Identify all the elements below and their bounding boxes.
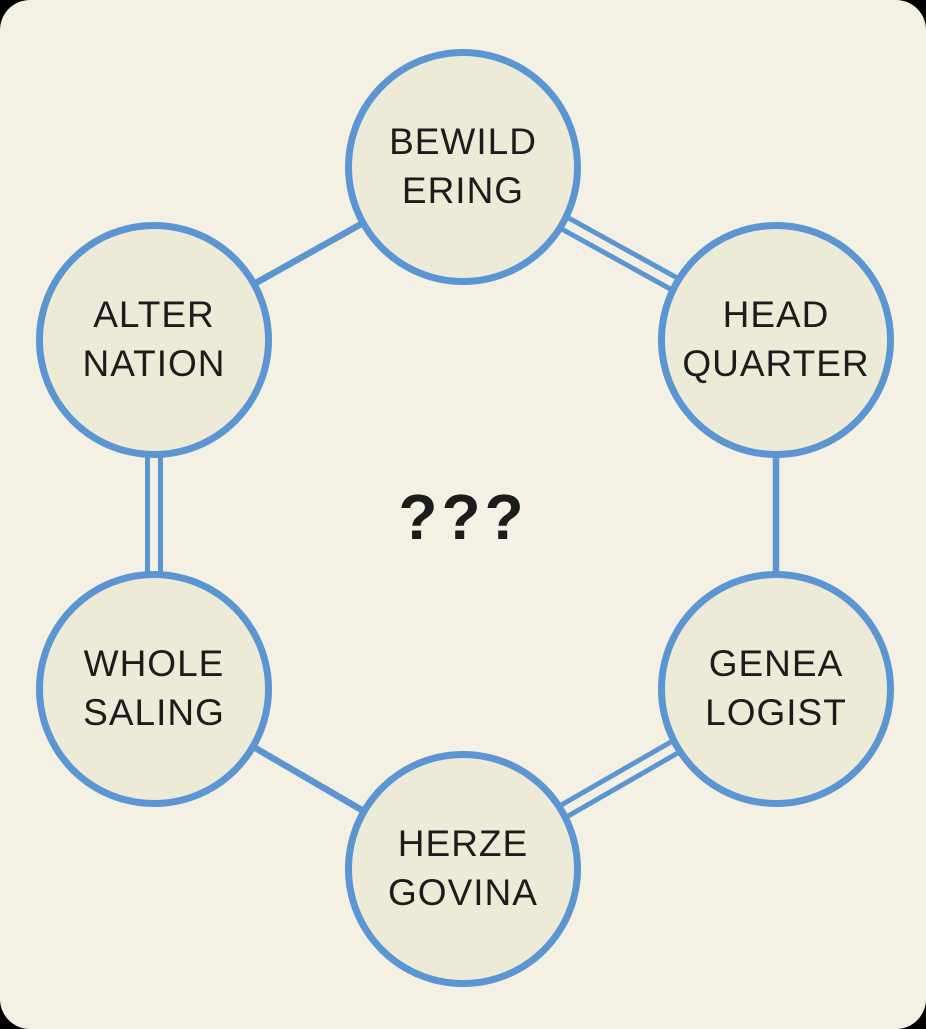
node-label-line: GENEA <box>708 643 844 685</box>
node-genealogist: GENEA LOGIST <box>658 571 894 807</box>
node-label-line: NATION <box>82 343 226 384</box>
node-label-line: HERZE <box>397 823 529 865</box>
node-label-line: LOGIST <box>705 692 847 733</box>
node-label-line: SALING <box>83 692 225 733</box>
node-wholesaling: WHOLE SALING <box>36 571 272 807</box>
node-label-line: ERING <box>401 170 525 211</box>
node-label-line: WHOLE <box>83 643 225 685</box>
node-label-line: ALTER <box>93 294 215 336</box>
node-label-line: QUARTER <box>682 343 870 384</box>
node-label-line: GOVINA <box>388 872 538 913</box>
node-herzegovina: HERZE GOVINA <box>345 751 581 987</box>
node-headquarter: HEAD QUARTER <box>658 222 894 458</box>
node-bewildering: BEWILD ERING <box>345 49 581 285</box>
node-alternation: ALTER NATION <box>36 222 272 458</box>
node-label-line: HEAD <box>722 294 830 336</box>
center-question: ??? <box>398 481 528 553</box>
node-label-line: BEWILD <box>389 121 537 163</box>
